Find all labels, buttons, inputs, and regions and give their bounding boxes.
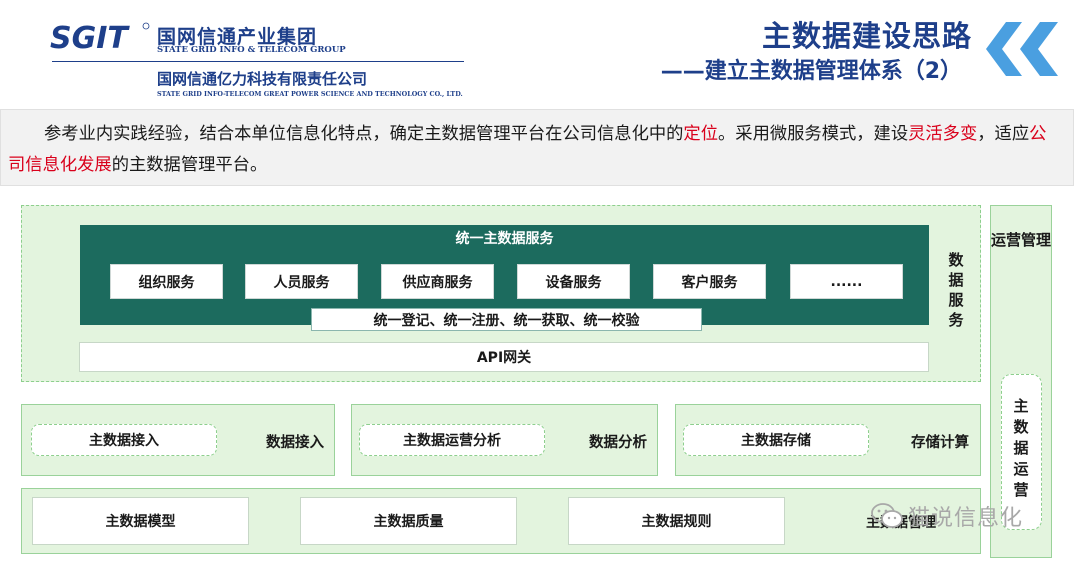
master-data-model[interactable]: 主数据模型 — [32, 497, 249, 545]
highlight-development: 公司信息化发展 — [8, 124, 1047, 175]
master-data-analysis[interactable]: 主数据运营分析 — [359, 424, 545, 456]
service-customer[interactable]: 客户服务 — [653, 264, 766, 299]
data-analysis-label: 数据分析 — [589, 435, 647, 451]
intro-paragraph: 参考业内实践经验，结合本单位信息化特点，确定主数据管理平台在公司信息化中的定位。… — [0, 109, 1074, 186]
double-chevron-left-icon — [986, 22, 1058, 76]
api-gateway[interactable]: API网关 — [79, 342, 929, 372]
service-organization[interactable]: 组织服务 — [110, 264, 223, 299]
data-access-label: 数据接入 — [266, 435, 324, 451]
master-data-ops-pill[interactable] — [1001, 374, 1042, 530]
master-data-storage[interactable]: 主数据存储 — [683, 424, 869, 456]
service-equipment[interactable]: 设备服务 — [517, 264, 630, 299]
logo-divider — [52, 61, 464, 62]
company-name-en: STATE GRID INFO & TELECOM GROUP — [157, 45, 346, 55]
watermark: 猫说信息化 — [870, 500, 1023, 532]
subsidiary-name-en: STATE GRID INFO-TELECOM GREAT POWER SCIE… — [157, 90, 463, 98]
unify-bar: 统一登记、统一注册、统一获取、统一校验 — [311, 308, 702, 331]
page-title: 主数据建设思路 — [761, 19, 972, 53]
service-more[interactable]: ...... — [790, 264, 903, 299]
sgit-logo-icon: SGIT — [50, 22, 150, 52]
svg-text:SGIT: SGIT — [50, 22, 130, 52]
storage-compute-label: 存储计算 — [911, 435, 969, 451]
master-data-ops-label: 主 数 据 运 营 — [1013, 397, 1029, 499]
master-data-rules[interactable]: 主数据规则 — [568, 497, 785, 545]
data-service-label: 数 据 服 务 — [948, 251, 964, 329]
unified-service-title: 统一主数据服务 — [455, 231, 554, 247]
operations-title: 运营管理 — [990, 231, 1051, 249]
subsidiary-name-cn: 国网信通亿力科技有限责任公司 — [157, 70, 368, 88]
wechat-icon — [871, 503, 903, 528]
highlight-flexible: 灵活多变 — [908, 124, 978, 144]
service-supplier[interactable]: 供应商服务 — [381, 264, 494, 299]
service-personnel[interactable]: 人员服务 — [245, 264, 358, 299]
master-data-quality[interactable]: 主数据质量 — [300, 497, 517, 545]
company-name-cn: 国网信通产业集团 — [157, 26, 318, 48]
highlight-positioning: 定位 — [683, 124, 718, 144]
page-subtitle: ——建立主数据管理体系（2） — [660, 59, 962, 84]
master-data-access[interactable]: 主数据接入 — [31, 424, 217, 456]
